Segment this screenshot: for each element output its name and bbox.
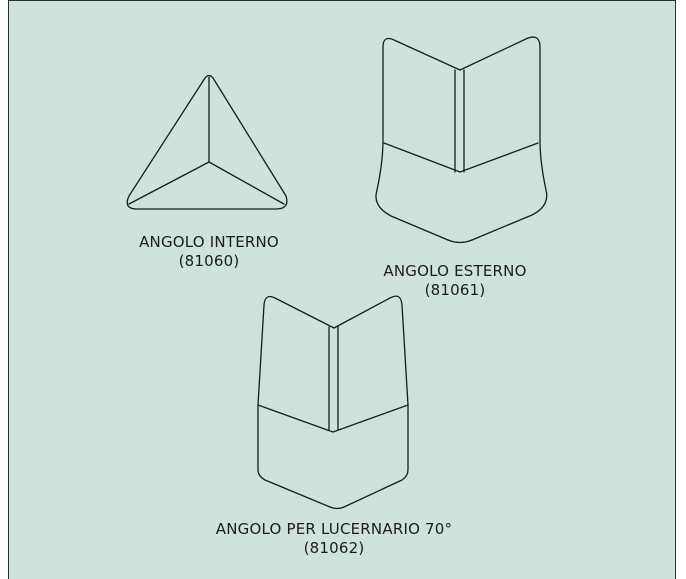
skylight-corner-fold-line: [257, 404, 409, 433]
internal-corner-edge-right: [208, 161, 285, 205]
skylight-corner-illustration: [257, 295, 409, 510]
skylight-corner-label: ANGOLO PER LUCERNARIO 70° (81062): [174, 520, 494, 558]
external-corner-label: ANGOLO ESTERNO (81061): [360, 262, 550, 300]
external-corner-outline: [375, 36, 548, 244]
external-corner-illustration: [375, 36, 548, 244]
diagram-panel: [8, 0, 676, 579]
skylight-corner-code: (81062): [303, 539, 365, 557]
internal-corner-name: ANGOLO INTERNO: [139, 233, 279, 251]
external-corner-code: (81061): [424, 281, 486, 299]
internal-corner-illustration: [126, 74, 288, 210]
internal-corner-code: (81060): [178, 252, 240, 270]
internal-corner-outline: [126, 74, 288, 210]
skylight-corner-name: ANGOLO PER LUCERNARIO 70°: [215, 520, 453, 538]
external-corner-name: ANGOLO ESTERNO: [383, 262, 527, 280]
diagram-background: [9, 1, 675, 579]
internal-corner-edge-left: [128, 161, 210, 205]
external-corner-fold-line: [383, 142, 539, 173]
internal-corner-label: ANGOLO INTERNO (81060): [108, 233, 310, 271]
skylight-corner-outline: [257, 295, 409, 510]
